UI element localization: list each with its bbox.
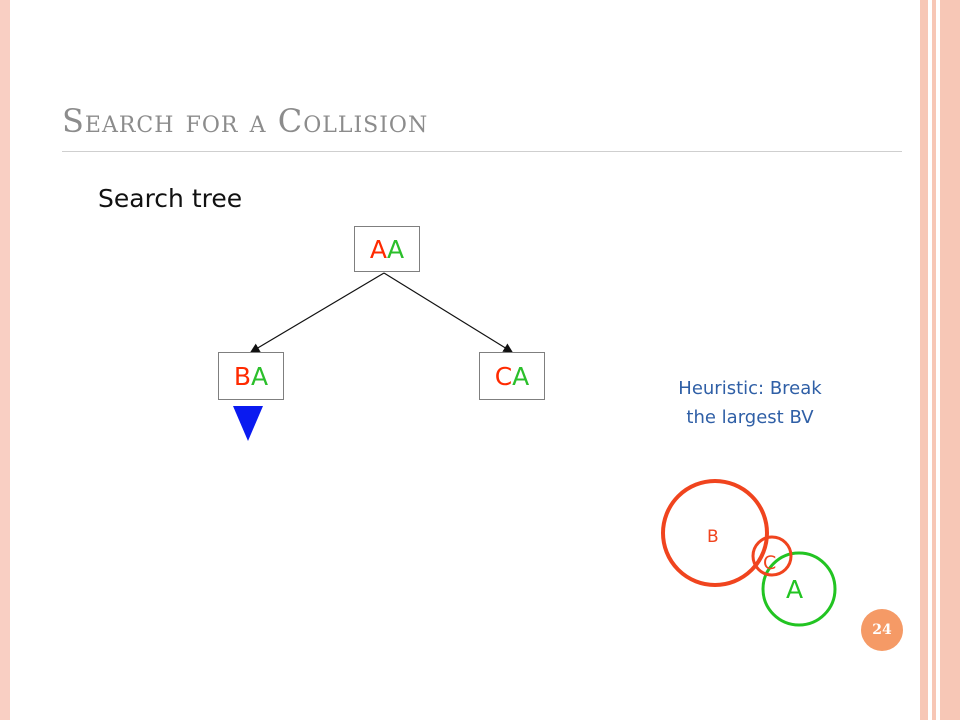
heuristic-line-1: Heuristic: Break	[678, 378, 822, 399]
page-number-badge: 24	[861, 609, 903, 651]
slide-title: Search for a Collision	[62, 102, 429, 140]
bv-label-b: B	[707, 527, 719, 547]
bv-label-a: A	[786, 575, 803, 604]
search-tree-label: Search tree	[98, 184, 243, 213]
bv-circle-a	[761, 551, 837, 627]
bv-label-c: C	[763, 552, 776, 574]
left-border-stripe	[0, 0, 10, 720]
heuristic-note: Heuristic: Break the largest BV	[600, 374, 900, 432]
node-letter: C	[494, 361, 513, 391]
expansion-marker	[233, 406, 263, 441]
right-border-stripe	[940, 0, 960, 720]
node-letter: B	[233, 361, 252, 391]
right-border-stripe	[920, 0, 928, 720]
heuristic-line-2: the largest BV	[686, 407, 814, 428]
edge-root-to-ba	[249, 272, 385, 353]
bv-circle-c	[751, 535, 793, 577]
edge-root-to-ca	[383, 272, 514, 353]
right-border-stripe	[932, 0, 936, 720]
node-letter: A	[512, 361, 530, 391]
node-letter: A	[387, 234, 405, 264]
bv-circle-b	[661, 479, 769, 587]
node-letter: A	[251, 361, 269, 391]
title-divider	[62, 151, 902, 152]
node-letter: A	[369, 234, 387, 264]
